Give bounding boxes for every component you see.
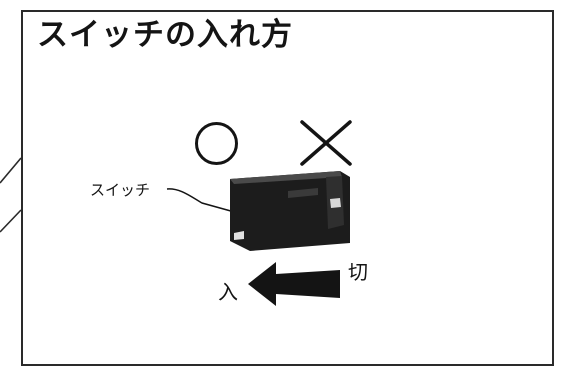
switch-label: スイッチ [90,181,151,199]
incorrect-cross-icon [300,120,352,166]
on-label: 入 [218,280,238,304]
switch-direction-arrow [248,262,340,306]
correct-circle-icon [195,122,238,165]
panel-title: スイッチの入れ方 [37,17,293,53]
power-switch-illustration [230,171,350,251]
off-label: 切 [348,260,368,284]
